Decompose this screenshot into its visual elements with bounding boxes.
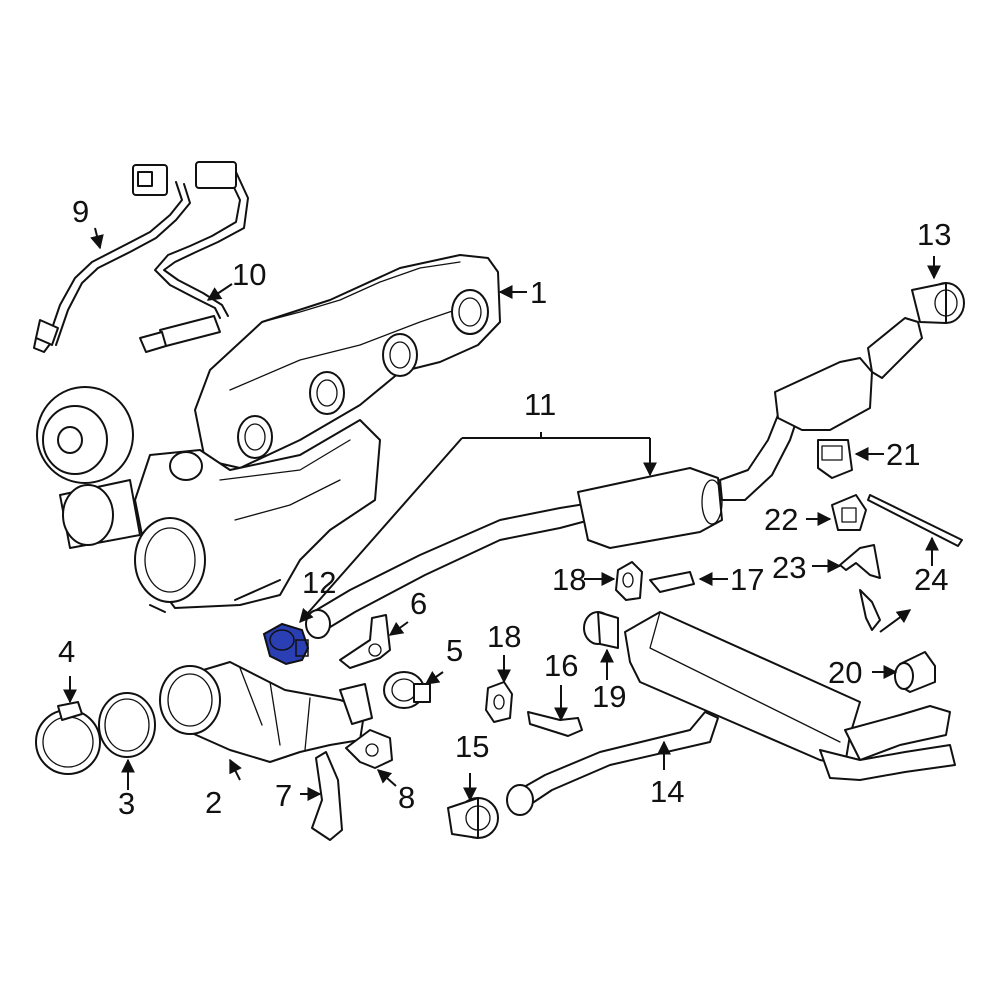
callout-9: 9 [72, 194, 89, 229]
band-clamp-4[interactable] [35, 701, 101, 775]
callout-15: 15 [455, 729, 489, 764]
gasket[interactable] [98, 692, 156, 758]
callout-6: 6 [410, 586, 427, 621]
callout-12: 12 [302, 565, 336, 600]
catalytic-converter[interactable] [159, 661, 373, 763]
callout-labels: 1 2 3 4 5 6 7 8 9 10 11 12 13 14 15 16 1… [58, 194, 951, 821]
hanger-8[interactable] [345, 729, 393, 769]
callout-17: 17 [730, 562, 764, 597]
callout-24: 24 [914, 562, 948, 597]
callout-2: 2 [205, 785, 222, 820]
rubber-isolator-19[interactable] [583, 611, 619, 649]
oxygen-sensor-downstream[interactable] [139, 161, 249, 353]
bracket-7[interactable] [311, 751, 343, 841]
callout-20: 20 [828, 655, 862, 690]
oxygen-sensor-upstream[interactable] [33, 164, 191, 353]
callout-13: 13 [917, 217, 951, 252]
callout-22: 22 [764, 502, 798, 537]
exhaust-manifold[interactable] [194, 254, 501, 469]
callout-14: 14 [650, 774, 684, 809]
callout-1: 1 [530, 275, 547, 310]
rubber-isolator-lower[interactable] [485, 681, 513, 723]
bracket-6[interactable] [339, 614, 391, 669]
callout-21: 21 [886, 437, 920, 472]
callout-18-upper: 18 [552, 562, 586, 597]
exhaust-tip[interactable] [894, 651, 936, 693]
intermediate-pipe-resonator[interactable] [305, 317, 923, 639]
clamp-5[interactable] [383, 671, 431, 709]
callout-8: 8 [398, 780, 415, 815]
hanger-rod-24[interactable] [867, 494, 963, 547]
bracket-16[interactable] [527, 711, 583, 737]
callout-10: 10 [232, 257, 266, 292]
callout-5: 5 [446, 633, 463, 668]
exhaust-valve-actuator[interactable] [817, 439, 853, 479]
rear-muffler[interactable] [506, 611, 956, 816]
exhaust-clamp-highlighted[interactable] [262, 622, 310, 666]
bracket-22[interactable] [831, 494, 867, 531]
clamp-15[interactable] [447, 797, 499, 839]
bracket-23[interactable] [839, 544, 881, 631]
callout-4: 4 [58, 634, 75, 669]
bracket-17[interactable] [649, 571, 695, 593]
callout-23: 23 [772, 550, 806, 585]
leader-lines [63, 227, 941, 802]
callout-3: 3 [118, 786, 135, 821]
callout-19: 19 [592, 679, 626, 714]
turbocharger[interactable] [36, 386, 381, 613]
clamp-13[interactable] [911, 282, 965, 324]
rubber-isolator-upper[interactable] [615, 561, 643, 601]
callout-16: 16 [544, 648, 578, 683]
callout-18-lower: 18 [487, 619, 521, 654]
callout-7: 7 [275, 778, 292, 813]
callout-11: 11 [524, 387, 556, 422]
